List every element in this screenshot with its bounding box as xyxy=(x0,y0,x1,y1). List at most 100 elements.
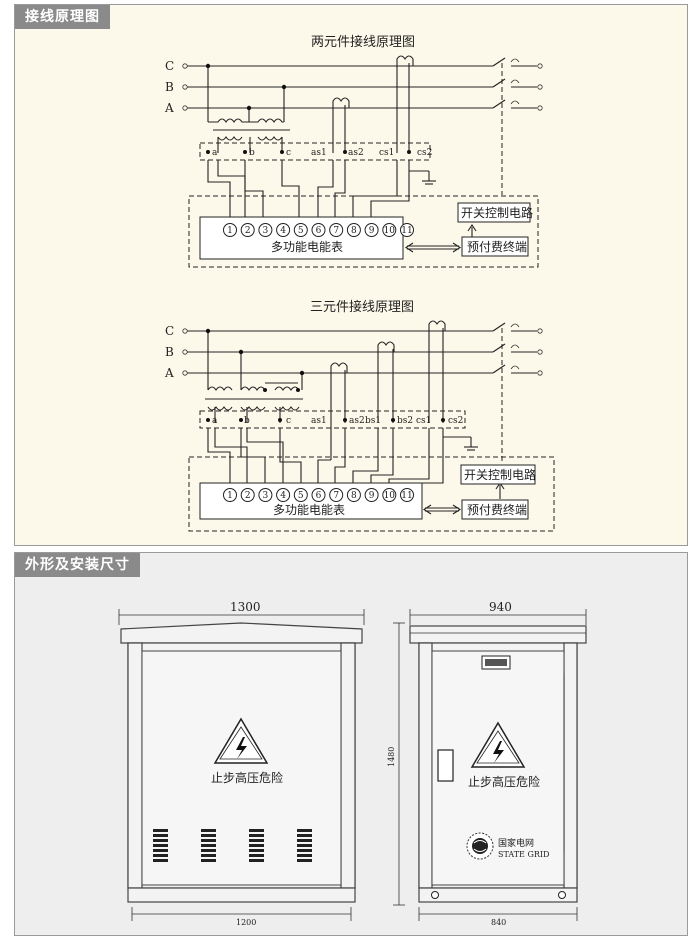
phase-label-b-3: B xyxy=(165,345,174,359)
meter-terminal xyxy=(311,488,326,502)
terminal-cs2-3: cs2 xyxy=(448,416,463,426)
vent-slot xyxy=(201,844,216,847)
meter-terminal-label: 11 xyxy=(401,491,412,501)
vent-slot xyxy=(297,849,312,852)
vent-slot xyxy=(249,839,264,842)
meter-label-three: 多功能电能表 xyxy=(273,503,345,517)
meter-terminal-label: 7 xyxy=(333,491,339,501)
meter-terminal-label: 9 xyxy=(369,491,375,501)
cabinet-front-view: 1300 止步高压危险 1200 xyxy=(118,600,365,927)
wiring-lines-two xyxy=(207,160,477,237)
meter-terminal xyxy=(364,488,379,502)
vent-slot xyxy=(201,829,216,832)
meter-terminal-label: 6 xyxy=(316,226,322,236)
terminal-cs1: cs1 xyxy=(379,148,394,158)
meter-terminal-label: 10 xyxy=(384,491,396,501)
meter-terminal xyxy=(276,488,291,502)
terminal-as2: as2 xyxy=(348,148,364,158)
terminal-strip-three: a b c as1 as2 bs1 bs2 cs1 cs2 xyxy=(199,410,478,451)
door-handle xyxy=(437,749,454,782)
prepay-box-two xyxy=(461,236,529,257)
meter-terminal-label: 4 xyxy=(280,491,286,501)
vent-slot xyxy=(297,834,312,837)
meter-label-two: 多功能电能表 xyxy=(271,240,343,254)
vent-slot xyxy=(249,854,264,857)
meter-terminal xyxy=(346,223,361,237)
dimensions-panel: 外形及安装尺寸 1300 止步高压危险 1 xyxy=(14,552,688,936)
voltage-transformer-two xyxy=(205,63,290,153)
switch-box-three xyxy=(460,464,536,485)
meter-terminal xyxy=(258,223,273,237)
prepay-label-two: 预付费终端 xyxy=(467,239,527,254)
meter-terminal-label: 9 xyxy=(369,226,375,236)
vent-slot xyxy=(249,834,264,837)
link-arrow-two xyxy=(404,242,462,253)
enclosure-two xyxy=(188,195,539,268)
terminal-bs2-3: bs2 xyxy=(397,416,413,426)
prepay-box-three xyxy=(461,499,529,520)
side-height: 1480 xyxy=(387,747,396,767)
logo-text-en: STATE GRID xyxy=(498,850,549,859)
meter-terminal-label: 5 xyxy=(298,491,304,501)
terminal-b-3: b xyxy=(244,416,250,426)
terminal-c-3: c xyxy=(286,416,291,426)
vent-slot xyxy=(153,834,168,837)
meter-terminal xyxy=(223,223,237,237)
switch-box-two xyxy=(457,202,531,223)
meter-terminal-label: 1 xyxy=(227,226,233,236)
vent-slot xyxy=(153,849,168,852)
vent-slot xyxy=(249,859,264,862)
vent-slot xyxy=(201,839,216,842)
terminal-cs1-3: cs1 xyxy=(416,416,431,426)
meter-terminal xyxy=(293,223,308,237)
meter-terminal-label: 3 xyxy=(263,491,269,501)
bus-lines-two xyxy=(182,57,543,195)
meter-terminal-label: 2 xyxy=(245,491,251,501)
side-width-top: 940 xyxy=(489,600,512,614)
bus-lines-three xyxy=(182,322,543,463)
terminal-as2-3: as2 xyxy=(349,416,365,426)
diagram-title-two: 两元件接线原理图 xyxy=(311,34,415,50)
meter-terminal xyxy=(400,488,414,502)
high-voltage-icon xyxy=(236,737,247,759)
vent-slot xyxy=(153,839,168,842)
terminal-cs2: cs2 xyxy=(417,148,432,158)
meter-terminal xyxy=(223,488,237,502)
terminal-b: b xyxy=(249,148,255,158)
meter-terminal-label: 11 xyxy=(401,226,412,236)
meter-terminal xyxy=(346,488,361,502)
phase-label-a: A xyxy=(164,101,174,115)
meter-terminal xyxy=(258,488,273,502)
vent-slots xyxy=(153,829,312,862)
meter-terminal-label: 4 xyxy=(280,226,286,236)
terminal-bs1-3: bs1 xyxy=(365,416,381,426)
meter-terminal xyxy=(240,488,255,502)
meter-terminal-label: 1 xyxy=(227,491,233,501)
vent-slot xyxy=(153,859,168,862)
voltage-transformer-three xyxy=(205,328,305,423)
meter-terminal xyxy=(311,223,326,237)
meter-terminal-label: 6 xyxy=(316,491,322,501)
prepay-label-three: 预付费终端 xyxy=(467,502,527,517)
switch-label-two: 开关控制电路 xyxy=(461,205,533,220)
phase-label-c-3: C xyxy=(165,324,174,338)
vent-slot xyxy=(201,834,216,837)
vent-slot xyxy=(249,829,264,832)
terminal-c: c xyxy=(286,148,291,158)
vent-slot xyxy=(297,829,312,832)
meter-terminal xyxy=(276,223,291,237)
terminal-a-3: a xyxy=(212,416,218,426)
meter-terminal-label: 5 xyxy=(298,226,304,236)
front-width-bottom: 1200 xyxy=(236,918,256,927)
meter-terminal xyxy=(382,223,397,237)
diagram-title-three: 三元件接线原理图 xyxy=(310,299,414,315)
vent-slot xyxy=(297,844,312,847)
current-transformers-two xyxy=(332,55,414,153)
vent-slot xyxy=(201,854,216,857)
meter-terminal-label: 10 xyxy=(384,226,396,236)
terminal-as1: as1 xyxy=(311,148,327,158)
logo-text-cn: 国家电网 xyxy=(498,837,534,849)
side-width-bottom: 840 xyxy=(491,918,506,927)
terminal-strip-two: a b c as1 as2 cs1 cs2 xyxy=(199,142,436,185)
